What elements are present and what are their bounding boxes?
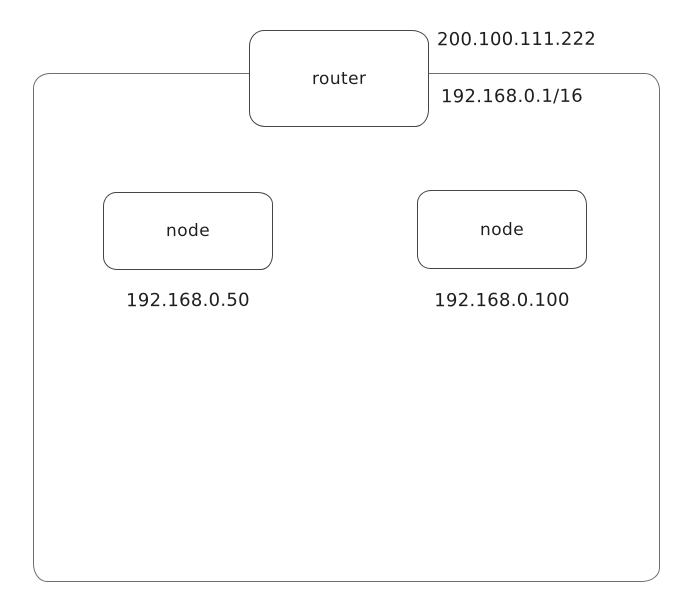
router-label: router: [311, 68, 367, 89]
router-lan-ip-label[interactable]: 192.168.0.1/16: [440, 85, 583, 108]
router-wan-ip-label[interactable]: 200.100.111.222: [436, 28, 597, 51]
node-2-ip-label[interactable]: 192.168.0.100: [434, 289, 570, 312]
node-1-label: node: [165, 220, 211, 242]
node-box-2[interactable]: node: [417, 190, 587, 269]
router-box[interactable]: router: [249, 30, 429, 127]
node-2-label: node: [479, 219, 525, 240]
node-1-ip-label[interactable]: 192.168.0.50: [126, 289, 250, 312]
network-boundary-box[interactable]: [33, 73, 660, 582]
node-box-1[interactable]: node: [103, 192, 273, 270]
